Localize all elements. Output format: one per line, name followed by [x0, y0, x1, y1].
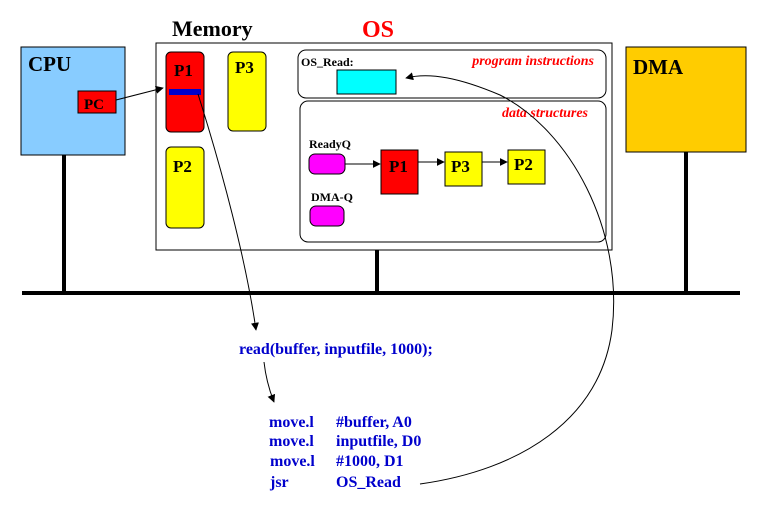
pc-register [77, 90, 117, 114]
dma-label: DMA [633, 55, 684, 79]
ready-queue-p2 [507, 149, 546, 185]
os-read-code-block [336, 69, 397, 95]
dmaq-label: DMA-Q [311, 190, 353, 204]
asm-line-2-args: inputfile, D0 [336, 433, 421, 450]
read-call-text: read(buffer, inputfile, 1000); [239, 341, 433, 358]
readyq-label: ReadyQ [309, 137, 351, 151]
process-p3-label: P3 [235, 58, 254, 77]
dmaq-head [309, 205, 345, 227]
system-bus [22, 152, 740, 295]
asm-line-4-op: jsr [269, 474, 289, 491]
ready-queue-p1-label: P1 [389, 157, 408, 176]
asm-line-4-args: OS_Read [336, 474, 401, 491]
asm-line-3-args: #1000, D1 [336, 453, 404, 470]
process-p1-label: P1 [174, 61, 193, 80]
os-label: OS [362, 17, 394, 43]
readyq-head [308, 153, 346, 175]
program-instructions-label: program instructions [471, 54, 594, 69]
process-p2-label: P2 [173, 157, 192, 176]
asm-line-2-op: move.l [269, 433, 314, 450]
pc-to-p1-arrow [115, 85, 164, 101]
cpu-block: CPU PC [20, 46, 126, 156]
memory-label: Memory [172, 16, 253, 41]
asm-line-3-op: move.l [270, 453, 315, 470]
ready-queue-p2-label: P2 [514, 155, 533, 174]
ready-queue-p3 [444, 151, 483, 187]
ready-queue-p3-label: P3 [451, 157, 470, 176]
pc-marker [169, 89, 201, 95]
process-p2 [165, 146, 205, 229]
os-read-label: OS_Read: [301, 55, 354, 69]
data-structures-label: data structures [502, 106, 589, 121]
p1-to-call-arrow [197, 93, 259, 331]
memory-block: Memory OS P1 P3 P2 OS_Read: program inst… [155, 16, 613, 251]
dma-block: DMA [625, 46, 747, 153]
connector-arrows [115, 72, 615, 485]
code-listing: read(buffer, inputfile, 1000); move.l #b… [239, 341, 433, 491]
cpu-label: CPU [28, 52, 71, 76]
asm-line-1-args: #buffer, A0 [336, 414, 412, 431]
dma-box [625, 46, 747, 153]
ready-queue-p1 [380, 149, 419, 195]
call-to-asm-arrow [263, 361, 276, 403]
jsr-to-os-read-arrow [405, 72, 615, 485]
asm-line-1-op: move.l [269, 414, 314, 431]
process-p3 [227, 51, 267, 132]
pc-label: PC [84, 97, 104, 113]
